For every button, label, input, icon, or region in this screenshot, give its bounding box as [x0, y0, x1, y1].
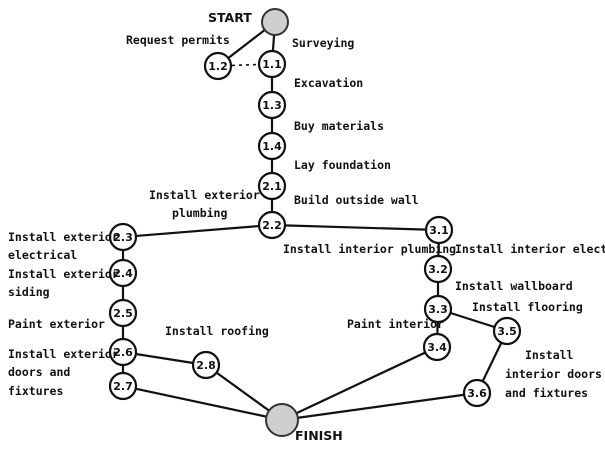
node-2-4: 2.4	[108, 258, 138, 288]
install-flooring-label: Install flooring	[472, 300, 583, 314]
node-circle	[423, 254, 453, 284]
install-exterior-plumbing-label-line2: plumbing	[172, 206, 227, 220]
node-circle	[265, 403, 299, 437]
paint-interior-label: Paint interior	[347, 317, 444, 331]
node-1-2: 1.2	[203, 51, 233, 81]
node-label: 3.5	[497, 325, 517, 338]
node-circle	[108, 222, 138, 252]
node-circle	[108, 371, 138, 401]
node-circle	[257, 131, 287, 161]
install-exterior-doors-label-line1: Install exterior	[8, 347, 119, 361]
install-exterior-electrical-label-line2: electrical	[8, 248, 77, 262]
node-3-2: 3.2	[423, 254, 453, 284]
excavation-label: Excavation	[294, 76, 363, 90]
node-3-1: 3.1	[424, 215, 454, 245]
install-interior-plumbing-label: Install interior plumbing	[283, 242, 456, 256]
paint-exterior-label: Paint exterior	[8, 317, 105, 331]
node-label: 2.8	[196, 359, 216, 372]
install-exterior-doors-label-line3: fixtures	[8, 384, 63, 398]
node-label: 2.1	[262, 180, 282, 193]
node-label: 2.6	[113, 346, 133, 359]
node-label: 2.3	[113, 231, 133, 244]
start-node	[261, 8, 289, 36]
node-label: 1.2	[208, 60, 228, 73]
start-label: START	[208, 10, 252, 25]
edge-3.4-to-FINISH	[281, 346, 438, 421]
install-wallboard-label: Install wallboard	[455, 279, 573, 293]
node-circle	[261, 8, 289, 36]
node-circle	[423, 294, 453, 324]
node-1-3: 1.3	[257, 90, 287, 120]
node-circle	[257, 49, 287, 79]
install-interior-doors-label-line1: Install	[525, 348, 574, 362]
node-label: 1.4	[262, 140, 282, 153]
finish-label: FINISH	[295, 428, 343, 443]
edge-2.2-to-2.3	[122, 223, 273, 239]
node-label: 1.1	[262, 58, 282, 71]
node-label: 3.1	[429, 224, 449, 237]
node-label: 3.3	[428, 303, 448, 316]
node-2-6: 2.6	[108, 337, 138, 367]
node-circle	[191, 350, 221, 380]
node-3-5: 3.5	[492, 316, 522, 346]
edge-2.2-to-3.1	[271, 223, 440, 232]
surveying-label: Surveying	[292, 36, 354, 50]
node-label: 2.4	[113, 267, 133, 280]
node-2-3: 2.3	[108, 222, 138, 252]
edge-2.7-to-FINISH	[122, 384, 283, 422]
nodes-layer: 1.1 1.2 1.3 1.4 2.1 2.2 2.3 2.4 2.5 2.6 2.7 2.8 3.1 3…	[108, 8, 522, 437]
node-circle	[108, 258, 138, 288]
install-exterior-plumbing-label-line1: Install exterior	[149, 188, 260, 202]
node-label: 1.3	[262, 99, 282, 112]
install-exterior-siding-label-line1: Install exterior	[8, 267, 119, 281]
node-3-4: 3.4	[422, 332, 452, 362]
install-roofing-label: Install roofing	[165, 324, 269, 338]
node-circle	[257, 90, 287, 120]
edge-3.6-to-FINISH	[281, 391, 478, 422]
node-circle	[422, 332, 452, 362]
node-circle	[108, 298, 138, 328]
node-label: 2.2	[262, 219, 282, 232]
node-circle	[203, 51, 233, 81]
node-label: 3.6	[467, 387, 487, 400]
install-exterior-doors-label-line2: doors and	[8, 365, 70, 379]
install-interior-doors-label-line3: and fixtures	[505, 386, 588, 400]
install-interior-electrical-label: Install interior electrical	[455, 242, 605, 256]
node-2-7: 2.7	[108, 371, 138, 401]
lay-foundation-label: Lay foundation	[294, 158, 391, 172]
install-exterior-siding-label-line2: siding	[8, 285, 50, 299]
request-permits-label: Request permits	[126, 33, 230, 47]
node-2-1: 2.1	[257, 171, 287, 201]
install-exterior-electrical-label-line1: Install exterior	[8, 230, 119, 244]
node-label: 2.5	[113, 307, 133, 320]
node-circle	[462, 378, 492, 408]
node-1-4: 1.4	[257, 131, 287, 161]
install-interior-doors-label-line2: interior doors	[505, 367, 602, 381]
node-1-1: 1.1	[257, 49, 287, 79]
finish-node	[265, 403, 299, 437]
node-3-6: 3.6	[462, 378, 492, 408]
node-circle	[108, 337, 138, 367]
buy-materials-label: Buy materials	[294, 119, 384, 133]
build-outside-wall-label: Build outside wall	[294, 193, 419, 207]
node-2-2: 2.2	[257, 210, 287, 240]
node-3-3: 3.3	[423, 294, 453, 324]
node-label: 3.4	[427, 341, 447, 354]
node-label: 2.7	[113, 380, 133, 393]
node-circle	[257, 171, 287, 201]
node-circle	[424, 215, 454, 245]
node-2-8: 2.8	[191, 350, 221, 380]
node-circle	[257, 210, 287, 240]
node-2-5: 2.5	[108, 298, 138, 328]
node-label: 3.2	[428, 263, 448, 276]
node-circle	[492, 316, 522, 346]
